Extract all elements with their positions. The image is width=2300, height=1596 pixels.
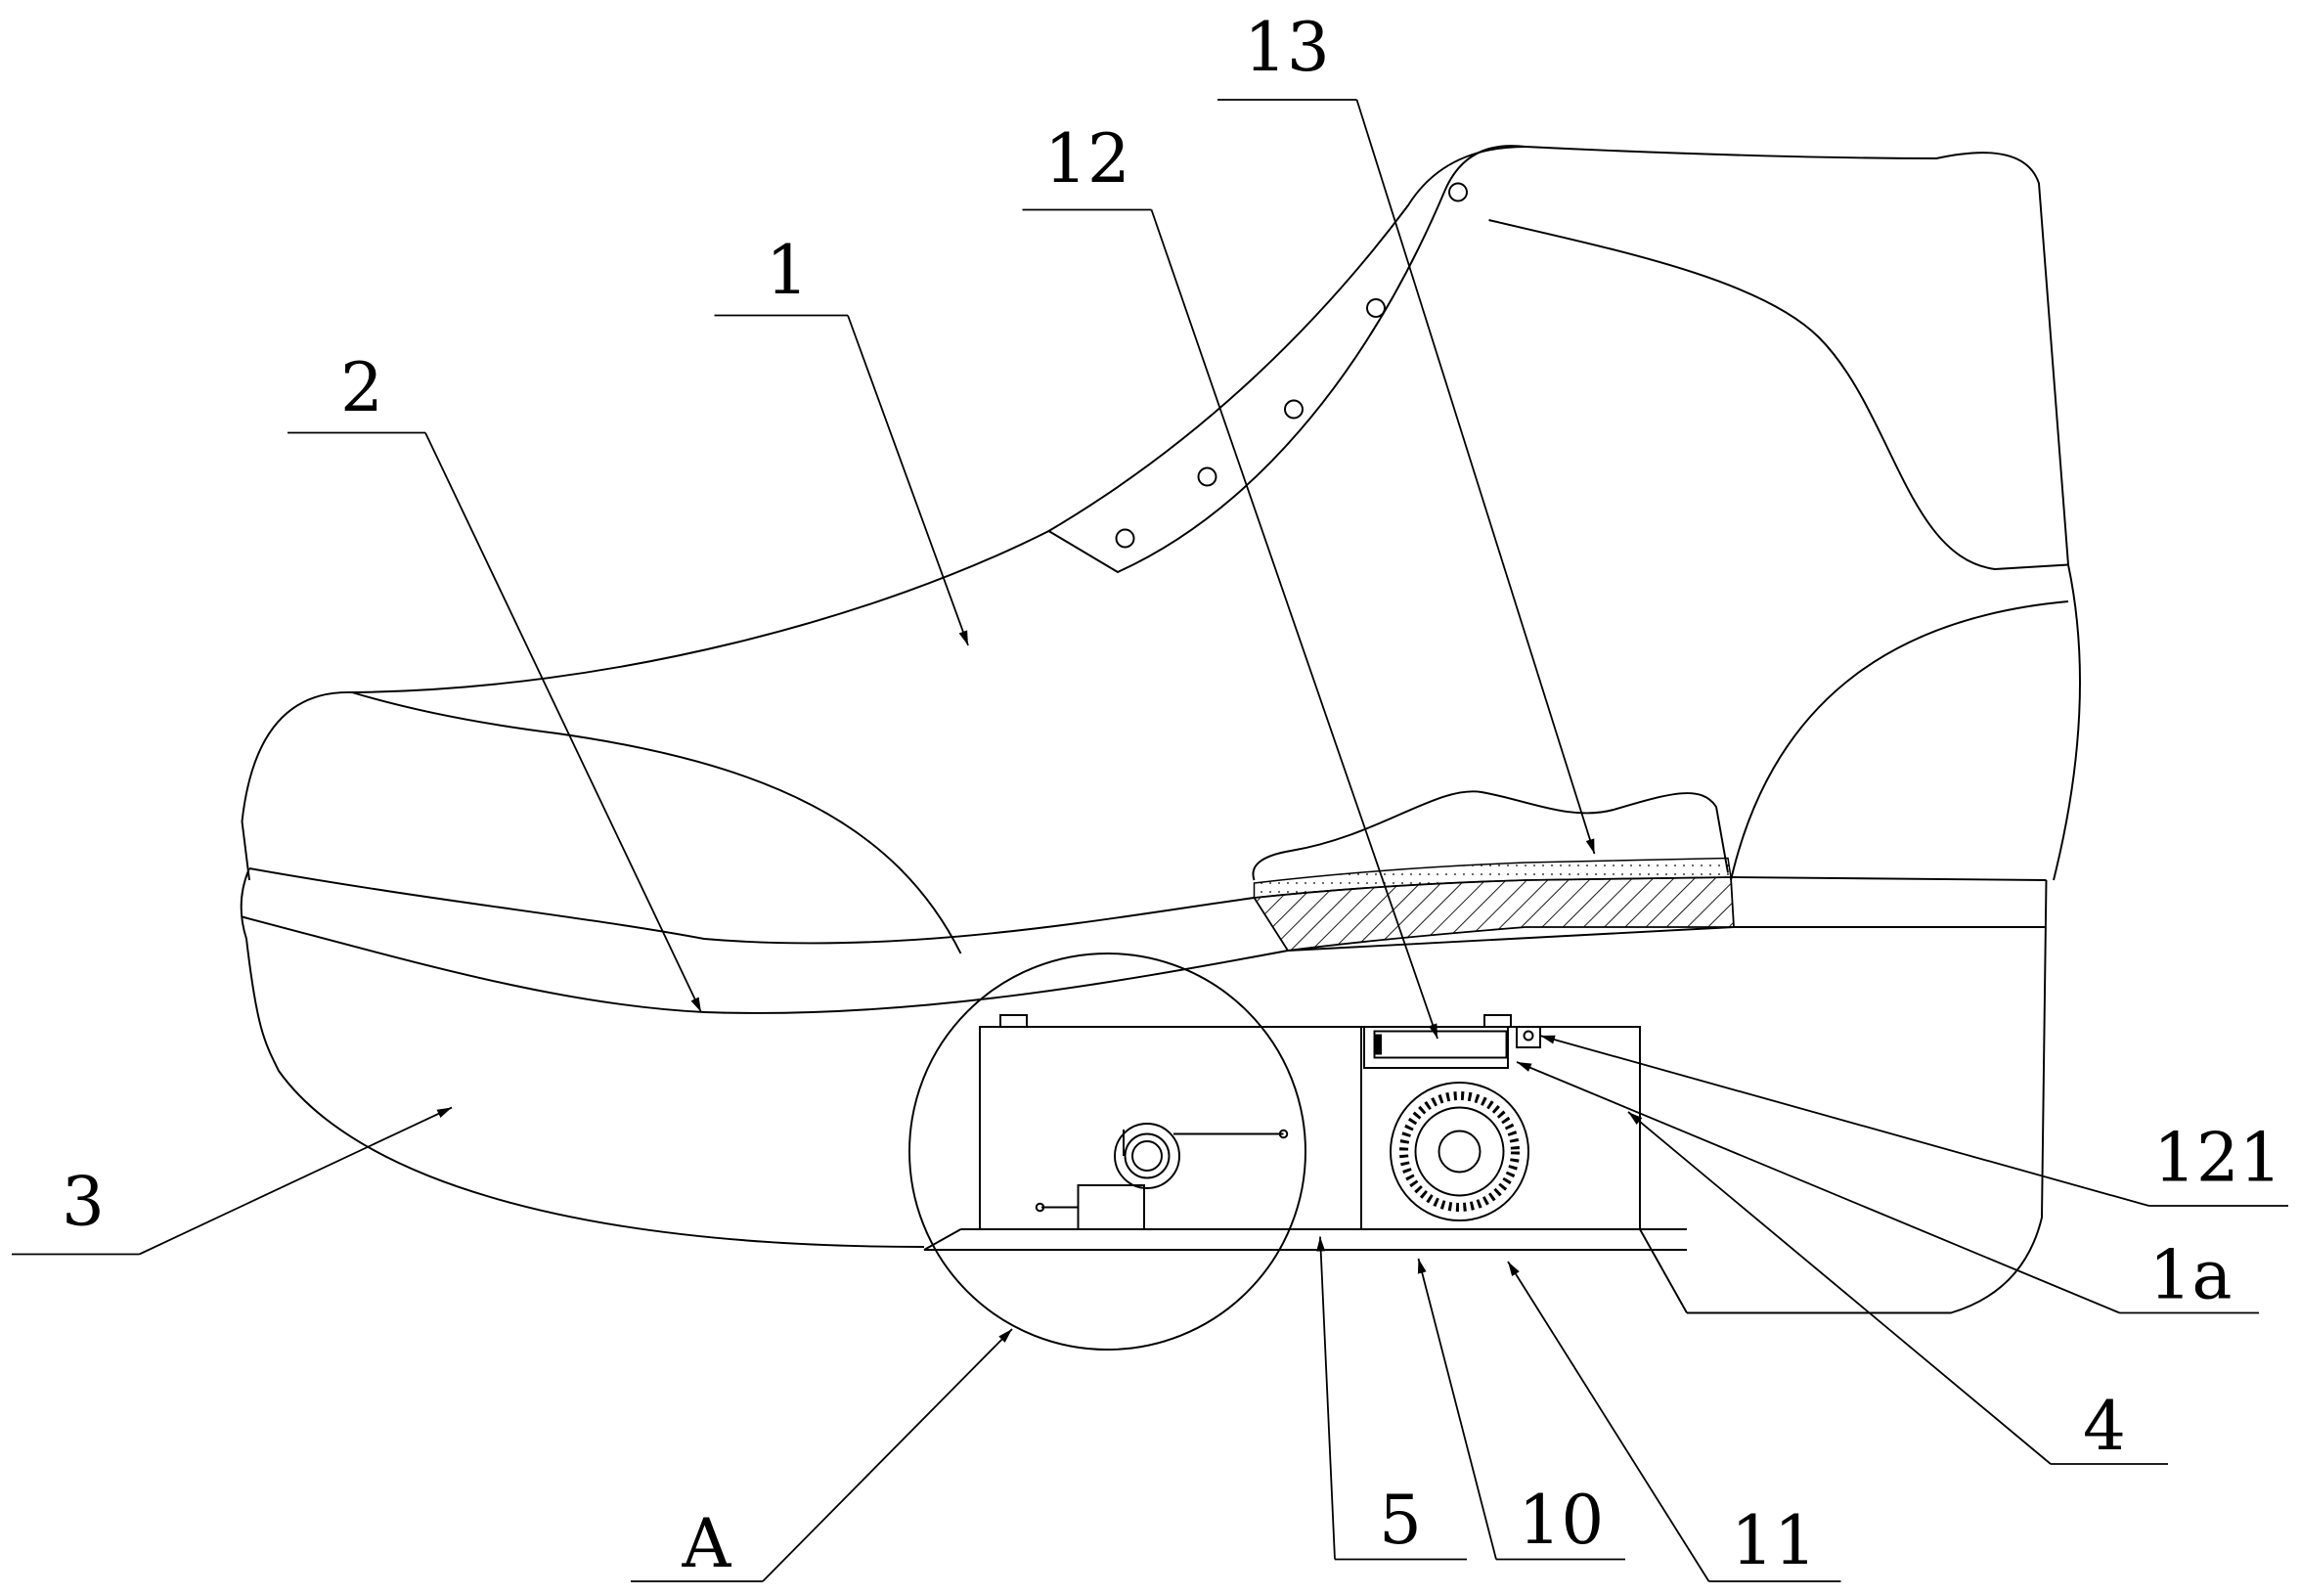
label-3: 3 — [62, 1164, 105, 1242]
label-10: 10 — [1519, 1482, 1605, 1560]
eyelet — [1448, 182, 1468, 202]
label-5: 5 — [1379, 1482, 1422, 1560]
sole — [240, 867, 2048, 1314]
label-a: A — [682, 1505, 732, 1583]
label-11: 11 — [1731, 1502, 1817, 1580]
eyelet — [1284, 399, 1304, 420]
generator-housing — [1390, 1082, 1529, 1221]
shoe-upper — [241, 145, 2081, 954]
detail-circle-a — [908, 953, 1306, 1351]
eyelet — [1197, 466, 1217, 487]
label-12: 12 — [1044, 120, 1130, 199]
label-13: 13 — [1244, 9, 1330, 87]
label-121: 121 — [2153, 1120, 2282, 1198]
label-1a: 1a — [2149, 1237, 2233, 1315]
eyelet — [1366, 298, 1386, 318]
coil-spring — [1114, 1123, 1180, 1189]
battery — [1373, 1030, 1508, 1059]
mechanism-housing — [979, 1014, 1688, 1313]
label-4: 4 — [2083, 1388, 2126, 1466]
gear-teeth — [1399, 1091, 1520, 1212]
label-2: 2 — [340, 349, 383, 427]
label-1: 1 — [766, 232, 809, 310]
eyelet — [1115, 528, 1135, 549]
reference-labels: 13 12 1 2 3 121 1a 4 A 5 10 11 — [12, 9, 2288, 1583]
insole-assembly — [1252, 790, 1735, 952]
